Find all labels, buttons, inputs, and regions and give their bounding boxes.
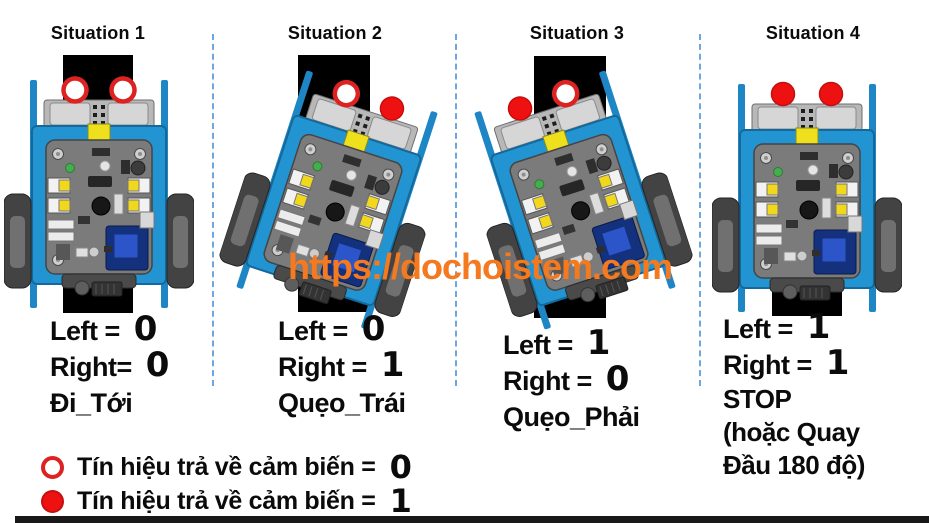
right-value: 0: [605, 359, 630, 399]
robot-mbot: [712, 80, 902, 316]
action-label: Đầu 180 độ): [723, 450, 865, 480]
legend-value: 1: [389, 482, 412, 520]
situation-1-title: Situation 1: [50, 22, 146, 43]
robot-mbot: [448, 58, 702, 341]
legend-row-signal-1: Tín hiệu trả về cảm biến = 1: [41, 484, 412, 518]
action-label: Quẹo_Phải: [503, 401, 640, 432]
right-sensor-indicator: [818, 81, 844, 107]
action-label: Quẹo_Trái: [278, 387, 406, 418]
robot-mbot: [4, 76, 194, 312]
left-value: 0: [361, 309, 386, 349]
right-value: 1: [380, 345, 405, 385]
sensor-readout: Left = 1 Right = 0 Quẹo_Phải: [503, 323, 640, 435]
left-value: 1: [806, 307, 831, 347]
left-label: Left =: [278, 315, 348, 346]
right-label: Right =: [723, 349, 812, 380]
sensor-readout: Left =0 Right=0 Đi_Tới: [50, 309, 170, 421]
left-sensor-indicator: [61, 76, 89, 104]
right-label: Right =: [503, 365, 592, 396]
left-sensor-indicator: [507, 96, 533, 121]
action-label: STOP: [723, 384, 792, 414]
column-divider: [455, 34, 457, 386]
legend-label: Tín hiệu trả về cảm biến =: [77, 452, 376, 481]
right-label: Right =: [278, 351, 367, 382]
left-label: Left =: [723, 313, 793, 344]
legend: Tín hiệu trả về cảm biến = 0 Tín hiệu tr…: [41, 450, 412, 518]
column-divider: [212, 34, 214, 386]
action-label: (hoặc Quay: [723, 417, 860, 447]
action-label: Đi_Tới: [50, 387, 133, 418]
legend-label: Tín hiệu trả về cảm biến =: [77, 486, 376, 515]
left-value: 1: [586, 323, 611, 363]
situation-3-title: Situation 3: [529, 22, 625, 43]
legend-value: 0: [389, 448, 412, 486]
legend-row-signal-0: Tín hiệu trả về cảm biến = 0: [41, 450, 412, 484]
situation-2-title: Situation 2: [287, 22, 383, 43]
situation-4-title: Situation 4: [765, 22, 861, 43]
right-sensor-indicator: [109, 76, 137, 104]
left-value: 0: [133, 309, 158, 349]
sensor-readout: Left =1 Right =1 STOP (hoặc Quay Đầu 180…: [723, 307, 865, 482]
watermark-url: https://dochoistem.com: [288, 246, 673, 287]
filled-circle-icon: [41, 489, 64, 513]
open-circle-icon: [41, 455, 64, 479]
left-sensor-indicator: [332, 79, 361, 108]
bottom-crop-bar: [15, 516, 929, 523]
sensor-readout: Left = 0 Right = 1 Quẹo_Trái: [278, 309, 406, 421]
column-divider: [699, 34, 701, 386]
right-label: Right=: [50, 351, 132, 382]
right-sensor-indicator: [551, 79, 580, 108]
left-sensor-indicator: [770, 81, 796, 107]
right-value: 1: [825, 343, 850, 383]
left-label: Left =: [50, 315, 120, 346]
robot-mbot: [210, 58, 464, 341]
right-value: 0: [145, 345, 170, 385]
left-label: Left =: [503, 329, 573, 360]
right-sensor-indicator: [379, 96, 405, 121]
